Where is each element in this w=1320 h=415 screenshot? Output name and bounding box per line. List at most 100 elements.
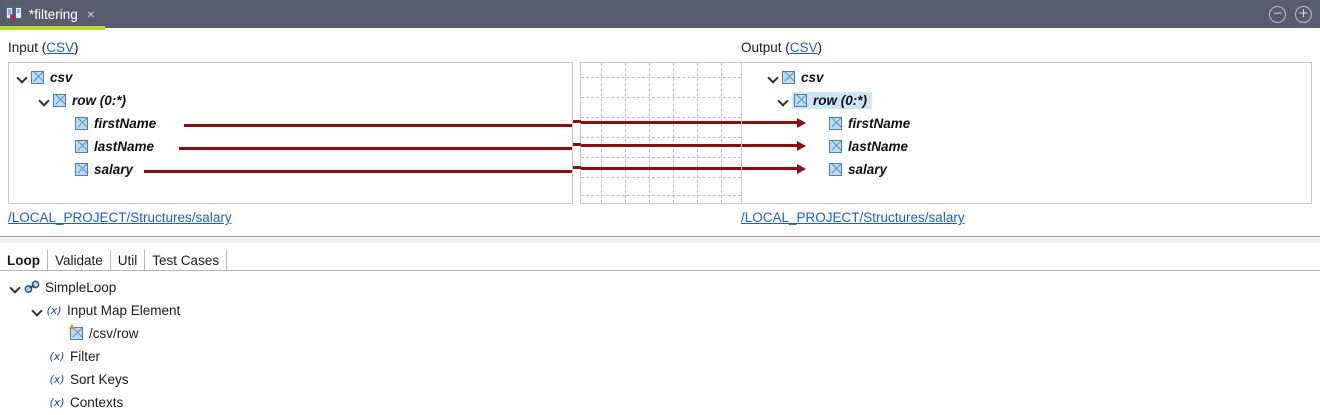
chevron-down-icon[interactable] (15, 71, 28, 84)
input-panel-label: Input (CSV) (8, 40, 79, 55)
output-label-suffix: ) (817, 40, 823, 55)
grid-line (673, 63, 674, 203)
tree-node-label: /csv/row (89, 325, 139, 341)
tree-row[interactable]: csv (766, 66, 824, 88)
node-icon (794, 93, 807, 107)
grid-line (601, 63, 602, 203)
connection-wire (573, 120, 581, 123)
tab-validate-label: Validate (55, 253, 103, 268)
tree-node-label: lastName (94, 138, 155, 154)
grid-line (581, 157, 741, 158)
function-icon: (x) (49, 372, 65, 386)
tree-node-label: SimpleLoop (45, 279, 117, 295)
bottom-tabstrip: Loop Validate Util Test Cases (0, 249, 1320, 271)
connection-wire (742, 144, 797, 147)
node-icon (75, 162, 88, 176)
tree-node-label: row (0:*) (813, 92, 867, 108)
tree-row-simpleloop[interactable]: SimpleLoop (8, 276, 116, 298)
connection-arrow-icon (797, 164, 806, 174)
tree-node-label: csv (50, 69, 73, 85)
tree-node-label: firstName (848, 115, 911, 131)
chevron-down-icon[interactable] (30, 304, 43, 317)
chevron-placeholder (813, 140, 826, 153)
tree-row-contexts[interactable]: (x) Contexts (49, 391, 123, 413)
tree-row[interactable]: lastName (59, 135, 154, 157)
tree-node-label: firstName (94, 115, 157, 131)
tree-row[interactable]: firstName (813, 112, 910, 134)
chevron-down-icon[interactable] (37, 94, 50, 107)
connection-arrow-icon (797, 141, 806, 151)
chevron-down-icon[interactable] (8, 281, 21, 294)
tree-node-label: salary (848, 161, 888, 177)
node-icon (829, 162, 842, 176)
grid-line (581, 137, 741, 138)
active-tab-indicator (0, 26, 105, 30)
tree-row[interactable]: csv (15, 66, 73, 88)
output-label-prefix: Output ( (741, 40, 790, 55)
connection-wire (581, 121, 741, 124)
chevron-down-icon[interactable] (776, 94, 789, 107)
tab-filtering[interactable]: *filtering × (0, 0, 103, 28)
node-icon (75, 139, 88, 153)
input-tree-panel[interactable]: csv row (0:*) firstName lastName (8, 62, 573, 204)
tree-row[interactable]: row (0:*) (37, 89, 126, 111)
node-icon (829, 139, 842, 153)
tabstrip-underline (0, 270, 1320, 271)
tree-row-csv-row[interactable]: /csv/row (69, 322, 139, 344)
input-structure-path-link[interactable]: /LOCAL_PROJECT/Structures/salary (8, 210, 232, 225)
tree-node-label: Sort Keys (70, 371, 129, 387)
chevron-placeholder (813, 163, 826, 176)
tree-row[interactable]: salary (59, 158, 133, 180)
function-icon: (x) (46, 303, 62, 317)
mapping-document-icon (6, 6, 22, 22)
grid-line (721, 63, 722, 203)
connection-wire (573, 166, 581, 169)
close-icon[interactable]: × (86, 6, 95, 22)
tab-util-label: Util (117, 253, 138, 268)
output-tree-panel[interactable]: csv row (0:*) firstName lastName (741, 62, 1312, 204)
tree-node-label: Input Map Element (67, 302, 181, 318)
tree-row-selected[interactable]: row (0:*) (776, 89, 872, 111)
grid-line (649, 63, 650, 203)
grid-line (625, 63, 626, 203)
connection-wire (573, 143, 581, 146)
output-structure-path-link[interactable]: /LOCAL_PROJECT/Structures/salary (741, 210, 965, 225)
tab-util[interactable]: Util (111, 250, 146, 271)
output-panel-label: Output (CSV) (741, 40, 822, 55)
connection-wire (581, 144, 741, 147)
minimize-icon[interactable]: − (1269, 5, 1286, 23)
tree-row[interactable]: salary (813, 158, 887, 180)
output-csv-link[interactable]: CSV (789, 40, 818, 55)
input-label-prefix: Input ( (8, 40, 47, 55)
tree-row[interactable]: lastName (813, 135, 908, 157)
window-controls: − + (1269, 0, 1312, 28)
path-node-icon (69, 323, 83, 340)
connection-wire (742, 121, 797, 124)
connection-wire (144, 170, 572, 173)
tree-row-filter[interactable]: (x) Filter (49, 345, 100, 367)
maximize-icon[interactable]: + (1295, 5, 1312, 23)
tree-row-input-map-element[interactable]: (x) Input Map Element (30, 299, 180, 321)
tab-loop-label: Loop (7, 253, 40, 268)
connection-arrow-icon (797, 118, 806, 128)
tree-row[interactable]: firstName (59, 112, 156, 134)
connection-wire (581, 167, 741, 170)
function-icon: (x) (49, 395, 65, 409)
tree-row-sort-keys[interactable]: (x) Sort Keys (49, 368, 129, 390)
node-icon (782, 70, 795, 84)
node-icon (75, 116, 88, 130)
tab-loop[interactable]: Loop (0, 250, 48, 271)
node-icon (829, 116, 842, 130)
grid-line (581, 97, 741, 98)
tab-validate[interactable]: Validate (48, 250, 111, 271)
tree-node-label: csv (801, 69, 824, 85)
tab-test-cases[interactable]: Test Cases (145, 250, 228, 271)
connection-wire (184, 124, 572, 127)
chevron-placeholder (59, 163, 72, 176)
tree-node-label: Contexts (70, 394, 124, 410)
chevron-down-icon[interactable] (766, 71, 779, 84)
grid-line (581, 177, 741, 178)
tab-label: *filtering (29, 6, 78, 22)
input-csv-link[interactable]: CSV (46, 40, 75, 55)
mapping-grid-panel[interactable] (580, 62, 742, 204)
